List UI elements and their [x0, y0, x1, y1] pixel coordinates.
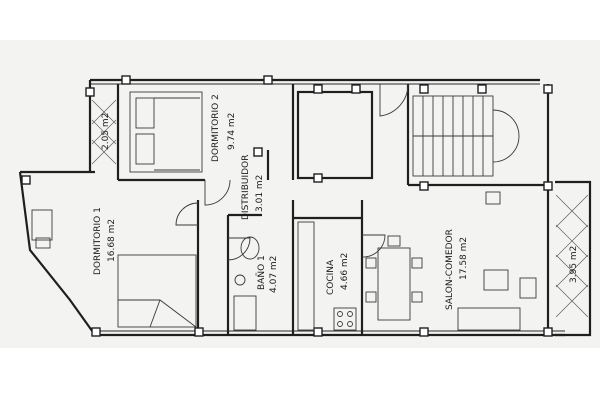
room-area-dormitorio-1: 16.68 m2 — [107, 219, 117, 262]
room-name-salon: SALON-COMEDOR — [445, 229, 455, 310]
room-area-cocina: 4.66 m2 — [340, 253, 350, 290]
living-furniture — [457, 191, 537, 331]
bathroom-fixtures — [233, 236, 260, 331]
structural-columns — [21, 75, 553, 337]
room-name-dormitorio-1: DORMITORIO 1 — [93, 207, 103, 275]
room-area-distribuidor: 3.01 m2 — [255, 175, 265, 212]
room-area-dormitorio-2: 9.74 m2 — [227, 113, 237, 150]
terrace-right-hatch — [555, 194, 589, 318]
interior-walls — [116, 84, 548, 335]
dining-table — [365, 235, 423, 321]
bed-dormitorio-1 — [117, 254, 197, 328]
terrace-area-left: 2.05 m2 — [101, 113, 111, 150]
room-name-dormitorio-2: DORMITORIO 2 — [211, 94, 221, 162]
terrace-area-right: 3.95 m2 — [569, 246, 579, 283]
staircase — [412, 95, 520, 177]
room-area-bano: 4.07 m2 — [269, 256, 279, 293]
bed-dormitorio-2 — [129, 91, 203, 173]
kitchen-fixtures — [297, 221, 357, 331]
room-area-salon: 17.58 m2 — [459, 237, 469, 280]
terrace-left-hatch — [91, 99, 117, 165]
room-labels: DORMITORIO 2 9.74 m2 DORMITORIO 1 16.68 … — [93, 94, 579, 310]
desk — [31, 209, 53, 249]
room-name-bano: BAÑO 1 — [256, 255, 267, 290]
doors — [175, 83, 409, 261]
room-name-distribuidor: DISTRIBUIDOR — [241, 155, 251, 220]
room-name-cocina: COCINA — [326, 259, 336, 295]
